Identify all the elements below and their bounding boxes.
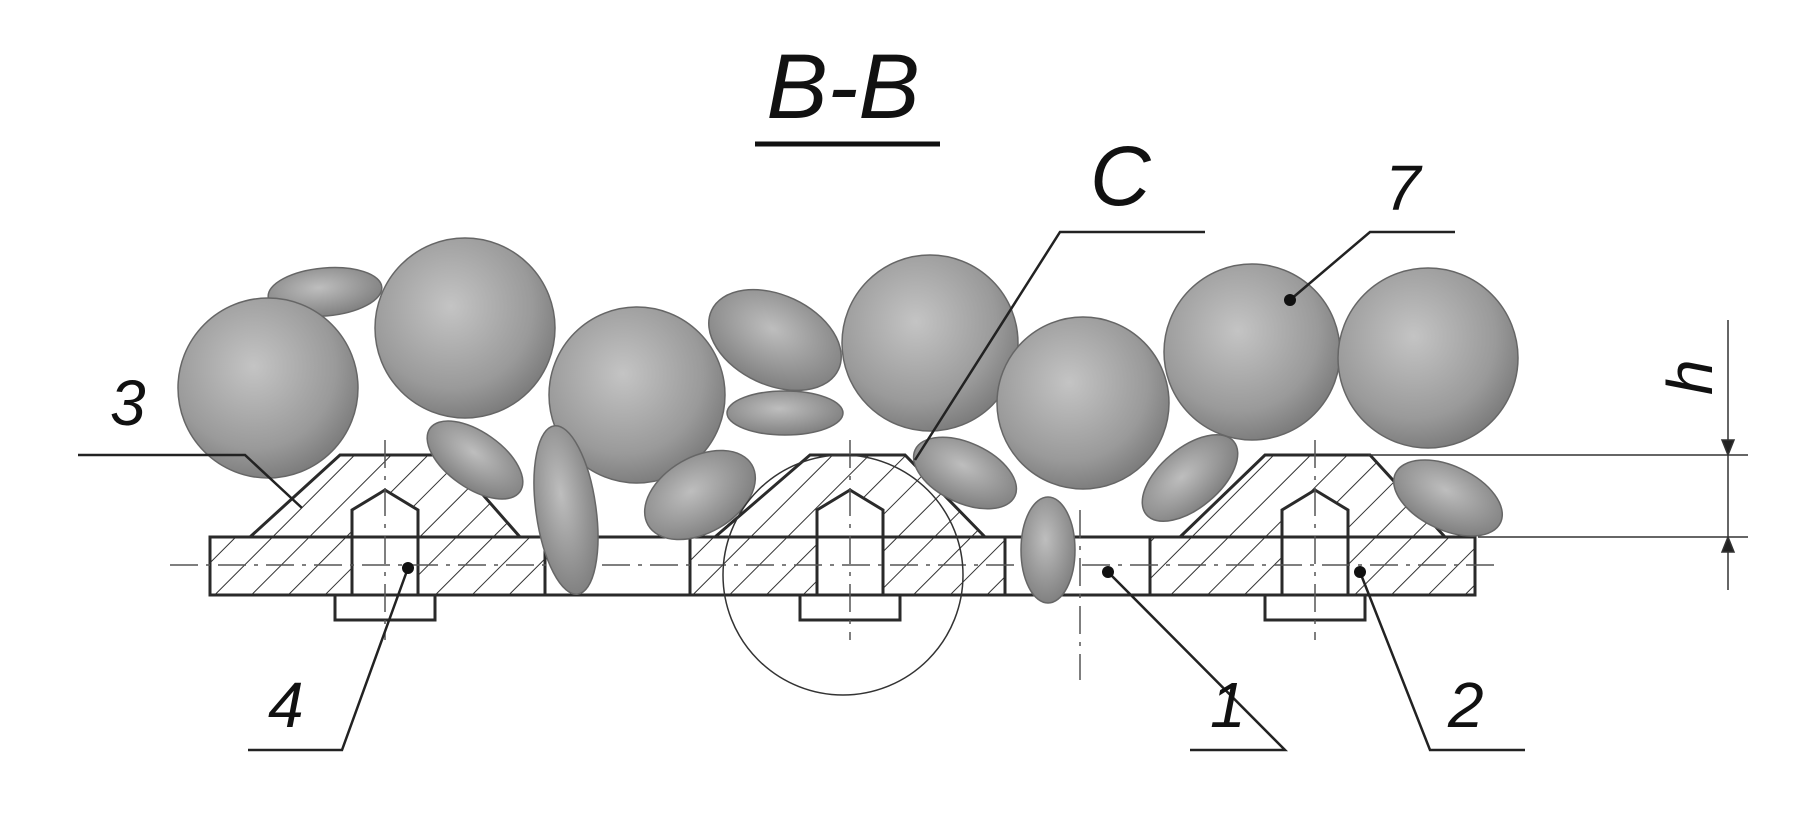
granule — [996, 316, 1170, 490]
label-2: 2 — [1447, 669, 1484, 741]
granule — [533, 424, 599, 596]
label-detail-c: C — [1090, 129, 1152, 223]
granule — [177, 297, 359, 479]
granule — [1163, 263, 1341, 441]
granule — [726, 390, 844, 436]
granule — [841, 254, 1019, 432]
dimension-h — [1368, 320, 1748, 590]
granule — [426, 420, 524, 500]
granule — [1141, 434, 1239, 522]
granule — [708, 288, 842, 392]
granule — [374, 237, 556, 419]
leader-dots — [402, 294, 1366, 578]
granule — [1337, 267, 1519, 449]
section-title: B-B — [766, 36, 919, 138]
label-7: 7 — [1385, 152, 1423, 224]
detail-circle — [722, 454, 964, 696]
label-dimension-h: h — [1654, 359, 1726, 395]
label-4: 4 — [268, 669, 304, 741]
granule — [1392, 459, 1504, 537]
granule — [912, 436, 1018, 510]
leader-lines — [78, 230, 1525, 752]
granule — [643, 449, 757, 541]
granule — [548, 306, 726, 484]
label-3: 3 — [110, 367, 146, 439]
granule — [1020, 496, 1076, 604]
granules — [177, 237, 1519, 604]
center-lines — [170, 440, 1500, 680]
label-1: 1 — [1210, 669, 1246, 741]
